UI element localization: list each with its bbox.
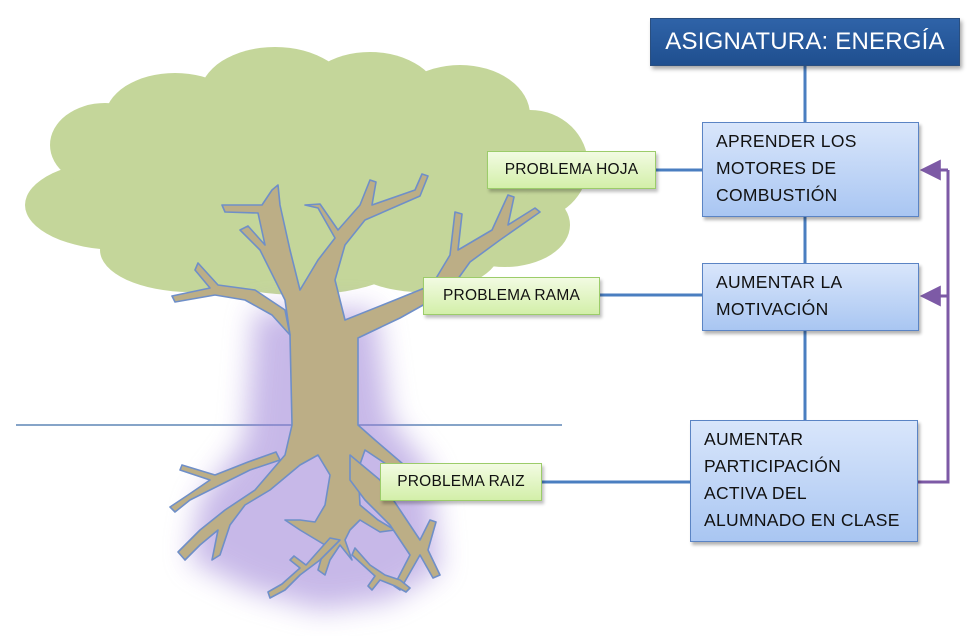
problem-box-rama: PROBLEMA RAMA	[423, 277, 600, 315]
connector-lines	[542, 66, 807, 484]
feedback-line	[918, 170, 950, 484]
problem-box-raiz: PROBLEMA RAIZ	[380, 463, 542, 501]
problem-box-hoja: PROBLEMA HOJA	[487, 151, 656, 189]
tree-trunk	[169, 173, 541, 599]
feedback-arrows	[918, 159, 950, 484]
subject-title: ASIGNATURA: ENERGÍA	[650, 18, 960, 66]
goal-box-learn-engines: APRENDER LOS MOTORES DE COMBUSTIÓN	[702, 122, 919, 217]
goal-box-participation: AUMENTAR PARTICIPACIÓN ACTIVA DEL ALUMNA…	[690, 420, 918, 542]
goal-box-motivation: AUMENTAR LA MOTIVACIÓN	[702, 263, 919, 331]
root-glow	[190, 310, 440, 610]
